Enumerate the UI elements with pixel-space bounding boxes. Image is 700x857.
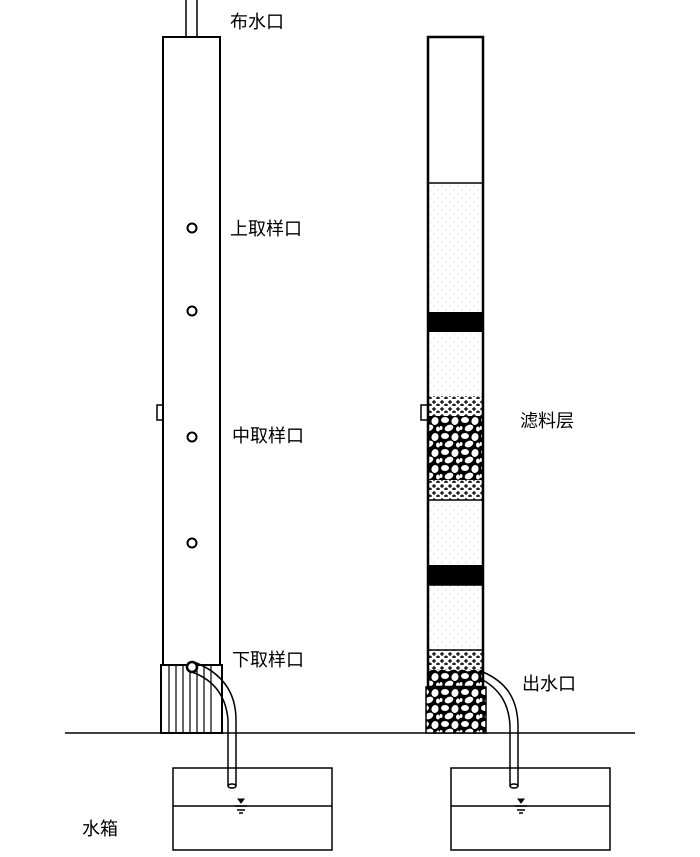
outlet-tube — [193, 661, 237, 786]
left-column — [156, 0, 237, 789]
left-water-tank — [172, 767, 333, 851]
lower-sample-port-label: 下取样口 — [232, 650, 304, 671]
right-column — [420, 35, 519, 789]
outlet-label: 出水口 — [522, 674, 576, 695]
filter-layer-label: 滤料层 — [520, 411, 574, 432]
sample-port-icon — [186, 222, 198, 234]
sample-port-icon — [185, 660, 199, 674]
water-level-icon — [237, 798, 245, 804]
upper-sample-port-label: 上取样口 — [230, 219, 302, 240]
sample-port-icon — [186, 305, 198, 317]
water-level-icon — [517, 798, 525, 804]
sample-port-icon — [186, 537, 198, 549]
inlet-label: 布水口 — [230, 12, 284, 33]
sample-port-icon — [186, 431, 198, 443]
water-tank-label: 水箱 — [82, 819, 118, 840]
right-water-tank — [450, 767, 611, 851]
middle-sample-port-label: 中取样口 — [232, 426, 304, 447]
outlet-tube — [482, 671, 519, 786]
